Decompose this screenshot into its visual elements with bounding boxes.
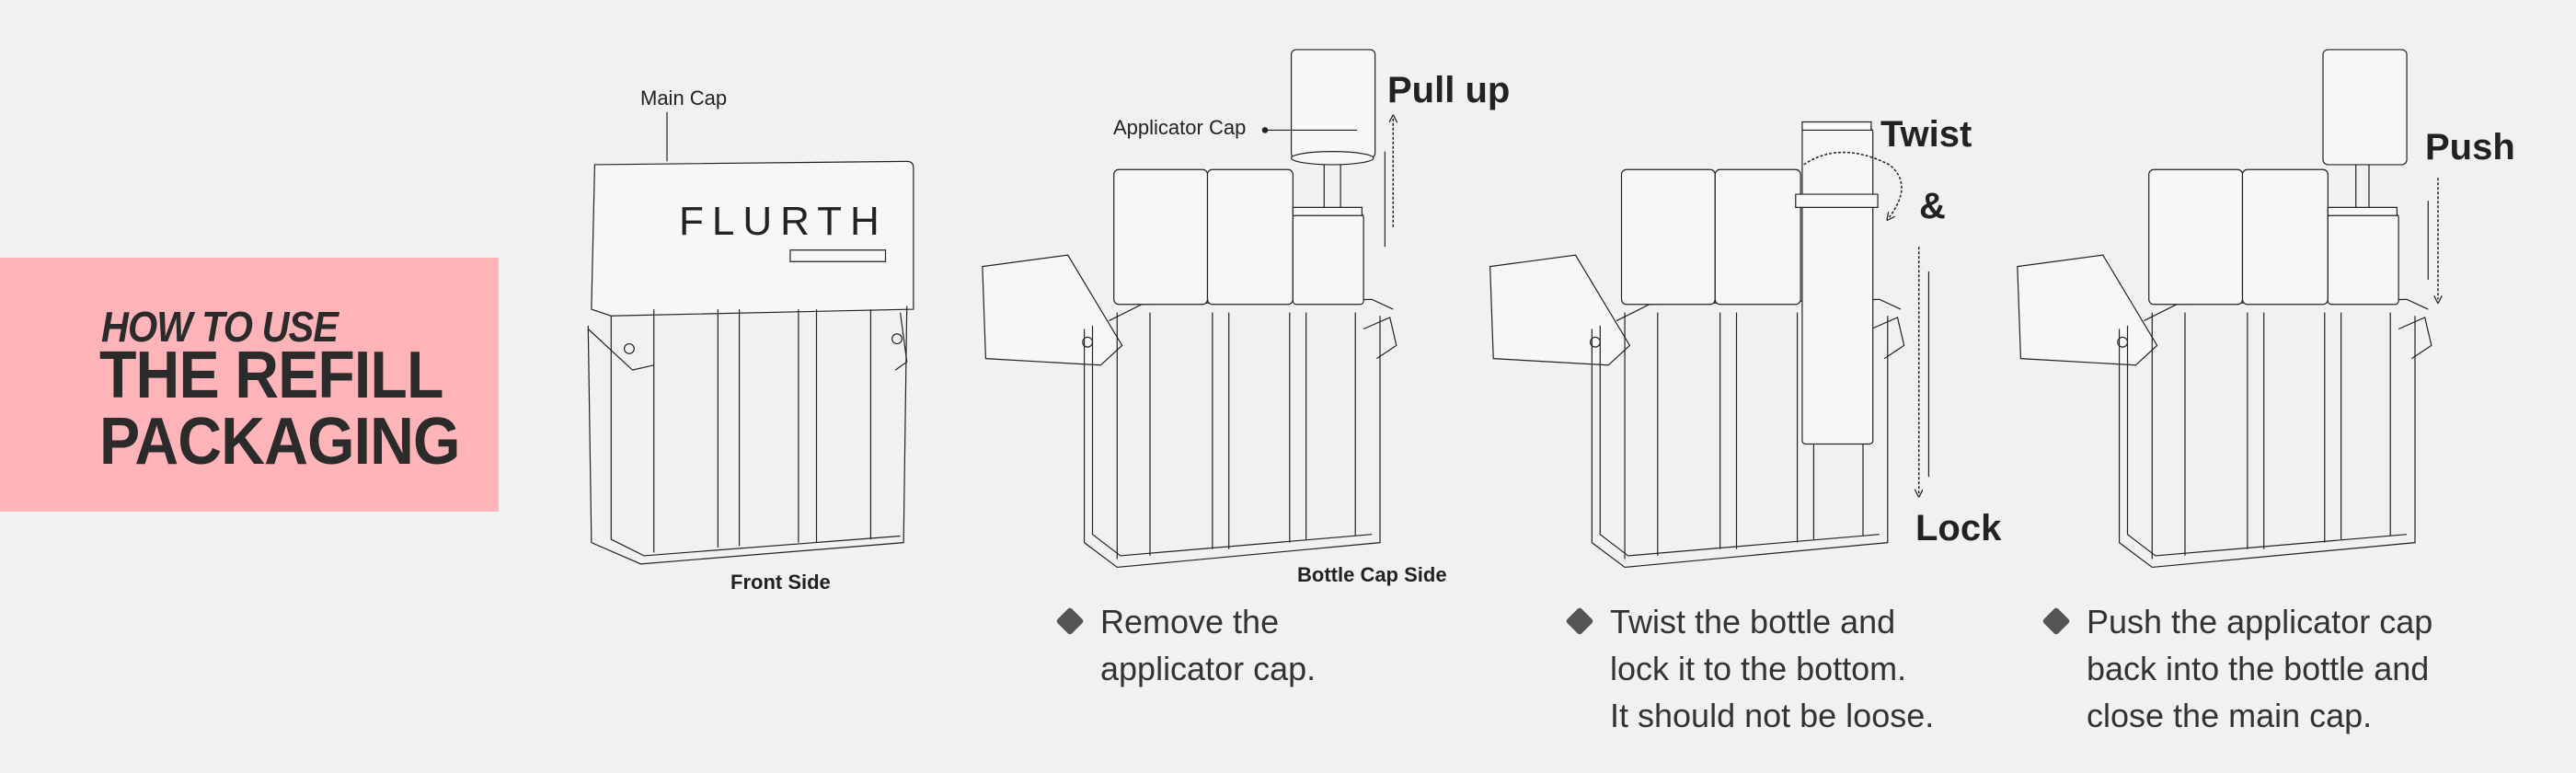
bottle [2328, 214, 2398, 305]
step-line: Push the applicator cap [2087, 603, 2433, 640]
step-2-text: Twist the bottle and lock it to the bott… [1565, 598, 1935, 739]
applicator-cap-label: Applicator Cap [1113, 116, 1247, 139]
bottle [1802, 129, 1873, 444]
title-line-3: PACKAGING [99, 405, 461, 479]
bottle-cap-side-caption: Bottle Cap Side [1297, 563, 1447, 586]
step-3-text: Push the applicator cap back into the bo… [2041, 598, 2433, 739]
title-main: THE REFILL PACKAGING [99, 339, 461, 479]
main-cap [592, 161, 914, 316]
step-line: close the main cap. [2087, 697, 2373, 734]
ampersand-label: & [1919, 186, 1946, 226]
twist-lock-drawing [1489, 122, 1929, 569]
step-line: Remove the [1100, 603, 1280, 640]
applicator-cap [2323, 50, 2407, 165]
pull-up-label: Pull up [1387, 70, 1511, 110]
twist-label: Twist [1880, 114, 1972, 155]
step-line: applicator cap. [1100, 650, 1317, 687]
push-label: Push [2425, 127, 2515, 167]
title-banner [0, 258, 499, 512]
step-line: back into the bottle and [2087, 650, 2430, 687]
twist-arrow-icon [1804, 153, 1902, 218]
title-line-1: HOW TO USE [101, 303, 339, 351]
bottle [1293, 214, 1363, 305]
title-line-2: THE REFILL [99, 339, 443, 412]
step-line: Twist the bottle and [1610, 603, 1896, 640]
main-cap-label: Main Cap [640, 87, 728, 110]
step-line: It should not be loose. [1610, 697, 1935, 734]
step-1-text: Remove the applicator cap. [1055, 598, 1317, 692]
applicator-cap [1292, 50, 1375, 158]
front-side-drawing [588, 112, 914, 564]
step-line: lock it to the bottom. [1610, 650, 1907, 687]
front-side-caption: Front Side [730, 571, 831, 594]
brand-logo: FLURTH [679, 199, 888, 244]
remove-cap-drawing [981, 50, 1397, 569]
push-cap-drawing [2016, 50, 2438, 569]
lock-label: Lock [1915, 508, 2002, 548]
